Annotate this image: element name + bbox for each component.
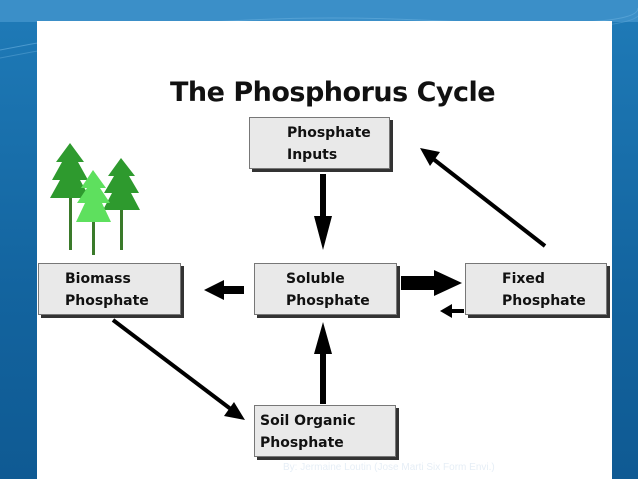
arrow-inputs-to-soluble: [314, 174, 332, 250]
author-credit: By: Jermaine Loutin (Jose Marti Six Form…: [283, 462, 495, 473]
tree-icon: [103, 158, 140, 250]
node-label-line1: Biomass: [65, 271, 131, 287]
node-label-line2: Phosphate: [286, 293, 370, 309]
node-biomass-phosphate: Biomass Phosphate: [38, 263, 181, 315]
node-soil-organic-phosphate: Soil Organic Phosphate: [254, 405, 396, 457]
node-label-line2: Phosphate: [65, 293, 149, 309]
arrow-soil-to-soluble: [314, 322, 332, 404]
node-label-line1: Soluble: [286, 271, 345, 287]
node-label-line2: Inputs: [287, 147, 338, 163]
arrow-fixed-to-soluble: [440, 304, 464, 318]
node-label-line1: Soil Organic: [260, 413, 356, 429]
tree-icon: [76, 170, 111, 255]
node-label-line2: Phosphate: [502, 293, 586, 309]
slide-top-band: [0, 0, 638, 22]
arrow-biomass-to-soil: [111, 318, 245, 420]
diagram-title: The Phosphorus Cycle: [170, 77, 496, 108]
node-label-line2: Phosphate: [260, 435, 344, 451]
arrow-soluble-to-biomass: [204, 280, 244, 300]
node-label-line1: Fixed: [502, 271, 545, 287]
node-fixed-phosphate: Fixed Phosphate: [465, 263, 607, 315]
node-phosphate-inputs: Phosphate Inputs: [249, 117, 390, 169]
arrow-fixed-to-inputs: [420, 148, 547, 248]
tree-icon: [50, 143, 90, 250]
arrow-soluble-to-fixed: [401, 270, 462, 296]
node-label-line1: Phosphate: [287, 125, 371, 141]
node-soluble-phosphate: Soluble Phosphate: [254, 263, 397, 315]
